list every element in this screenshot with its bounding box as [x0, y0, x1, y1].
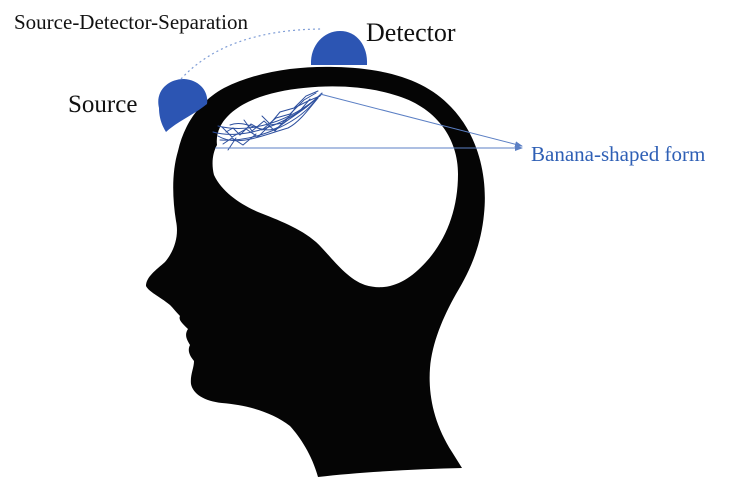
detector-label: Detector: [366, 20, 456, 46]
head-silhouette: [146, 67, 485, 477]
banana-shaped-form-label: Banana-shaped form: [531, 144, 705, 165]
source-label: Source: [68, 92, 137, 117]
detector-probe: [311, 31, 367, 65]
separation-label: Source-Detector-Separation: [14, 12, 248, 33]
banana-pointer-arrows: [215, 94, 522, 148]
